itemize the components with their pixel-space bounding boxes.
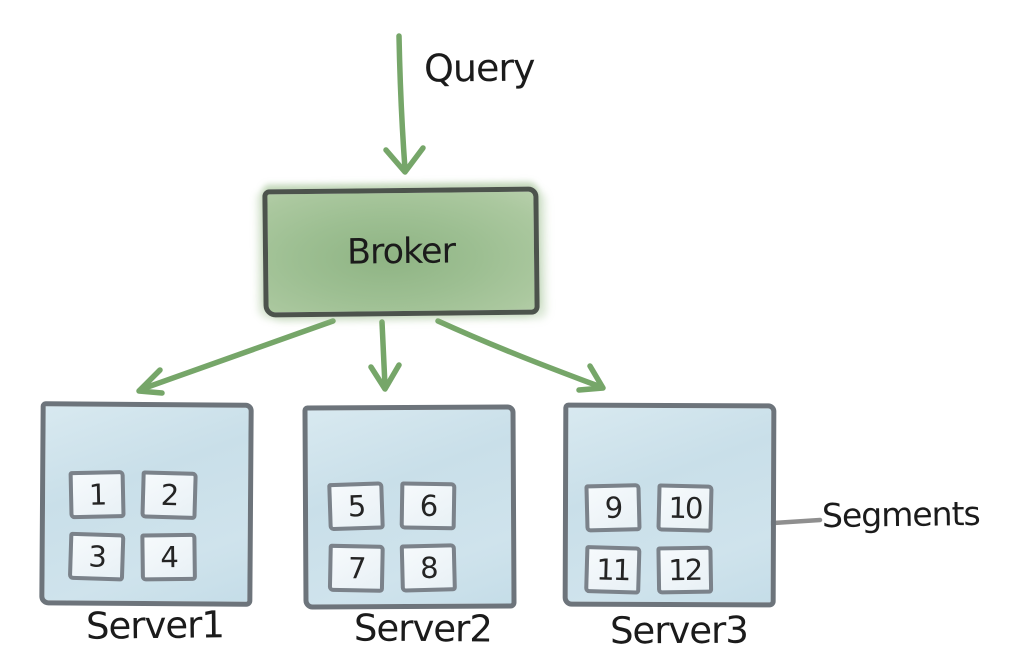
server2-box: 5 6 7 8: [302, 404, 517, 610]
broker-to-server3-arrow: [435, 318, 604, 390]
segment-tile: 6: [399, 481, 457, 531]
segment-tile: 1: [68, 470, 126, 520]
segment-tile: 4: [140, 532, 197, 582]
server3-label: Server3: [609, 608, 748, 653]
server1-segment-grid: 1 2 3 4: [67, 470, 198, 582]
broker-to-server2-arrowhead-icon: [368, 362, 402, 392]
server2-label: Server2: [353, 606, 493, 651]
segment-tile: 10: [656, 483, 714, 533]
query-arrowhead-icon: [383, 145, 426, 175]
server3-segment-grid: 9 10 11 12: [584, 483, 714, 595]
query-arrow-line: [396, 33, 408, 172]
server3-box: 9 10 11 12: [562, 402, 777, 608]
segment-tile: 3: [67, 531, 126, 582]
broker-box: Broker: [262, 186, 540, 318]
segments-annotation-label: Segments: [821, 493, 980, 536]
segment-tile: 2: [140, 470, 198, 520]
broker-to-server1-arrow: [139, 318, 336, 392]
server2-segment-grid: 5 6 7 8: [327, 481, 457, 593]
segment-tile: 5: [327, 481, 385, 532]
segment-tile: 9: [584, 483, 642, 533]
broker-to-server1-arrowhead-icon: [136, 367, 165, 396]
segment-tile: 11: [584, 545, 642, 595]
server1-box: 1 2 3 4: [39, 401, 254, 607]
broker-to-server2-arrow: [379, 319, 388, 389]
broker-label: Broker: [346, 231, 456, 273]
segment-tile: 8: [399, 543, 457, 593]
server1-label: Server1: [85, 603, 225, 648]
segment-tile: 12: [656, 545, 714, 595]
broker-to-server3-arrowhead-icon: [576, 363, 606, 393]
segment-tile: 7: [327, 543, 385, 593]
query-label: Query: [423, 45, 535, 91]
